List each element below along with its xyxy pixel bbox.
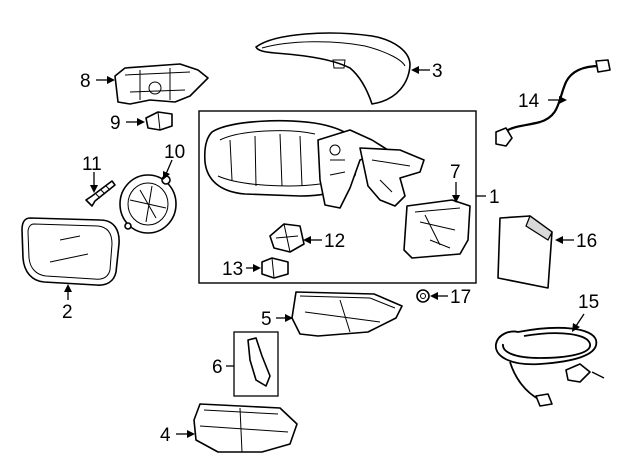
part-3-mirror-cover (255, 32, 411, 105)
part-17-nut (416, 289, 430, 303)
callout-labels: 1 2 3 4 5 6 7 8 9 10 11 12 13 14 15 16 1… (62, 61, 599, 446)
part-8-bracket (114, 63, 209, 105)
callout-6: 6 (212, 357, 223, 378)
assembly-box (198, 110, 477, 284)
part-6-box (233, 331, 279, 397)
callout-8: 8 (80, 71, 91, 92)
part-15-cable (495, 327, 605, 407)
callout-14: 14 (518, 91, 540, 112)
part-16-trim (497, 215, 553, 289)
part-11-screw (85, 180, 116, 207)
callout-9: 9 (110, 113, 121, 134)
callout-10: 10 (164, 142, 185, 163)
callout-12: 12 (324, 231, 345, 252)
callout-3: 3 (432, 61, 443, 82)
part-13-clip (261, 257, 289, 279)
callout-4: 4 (160, 425, 171, 446)
part-10-motor (119, 174, 177, 234)
part-2-mirror-glass (21, 217, 120, 286)
part-7-turn-signal (403, 199, 471, 259)
part-12-connector (269, 223, 305, 253)
part-14-harness (495, 59, 611, 147)
callout-1: 1 (489, 187, 500, 208)
callout-2: 2 (62, 302, 73, 323)
part-1-housing (203, 119, 425, 209)
callout-15: 15 (578, 292, 599, 313)
leader-lines (64, 66, 585, 438)
callout-13: 13 (222, 259, 243, 280)
part-5-lower-cover (291, 291, 403, 337)
part-9-clip (145, 111, 173, 131)
callout-17: 17 (450, 287, 471, 308)
callout-5: 5 (261, 309, 272, 330)
callout-7: 7 (450, 162, 461, 183)
part-4-lower-trim (193, 403, 298, 453)
part-6-seal (247, 337, 271, 387)
callout-11: 11 (82, 154, 102, 175)
callout-16: 16 (576, 231, 597, 252)
